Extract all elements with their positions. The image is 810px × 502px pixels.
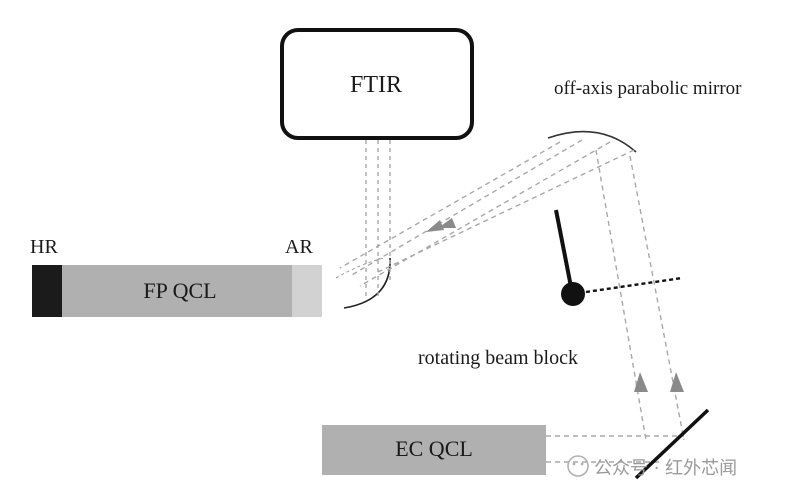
beam-arrow-up-2 [670,372,684,392]
hr-label: HR [30,236,58,258]
ar-facet [292,265,322,317]
ftir-label: FTIR [350,72,402,98]
beam-block-axis [585,276,683,294]
beam-block-arm [554,209,574,293]
diffraction-grating [634,408,710,480]
wechat-icon [567,455,589,477]
ar-label: AR [285,236,313,258]
hr-facet [32,265,62,317]
collimating-lens [343,257,391,309]
ec-qcl-label: EC QCL [395,436,473,461]
fp-qcl-body [62,265,292,317]
diagonal-beam [339,139,635,287]
ftir-box [280,28,474,140]
fp-qcl-label: FP QCL [143,278,216,303]
beam-block-pivot [561,282,585,306]
watermark-text: 公众号 · 红外芯闻 [594,458,737,479]
mirror-label: off-axis parabolic mirror [554,78,742,99]
beam-arrow-left [426,220,444,232]
beam-arrow-up-1 [634,372,648,392]
watermark: 公众号 · 红外芯闻 [567,455,737,479]
beam-arrow-left-2 [438,218,456,228]
beam-block-label: rotating beam block [418,347,578,369]
off-axis-parabolic-mirror [547,130,637,153]
ftir-beam [365,140,391,300]
vertical-beam [595,149,685,441]
ec-beam [546,435,684,463]
ec-qcl-body [322,425,546,475]
